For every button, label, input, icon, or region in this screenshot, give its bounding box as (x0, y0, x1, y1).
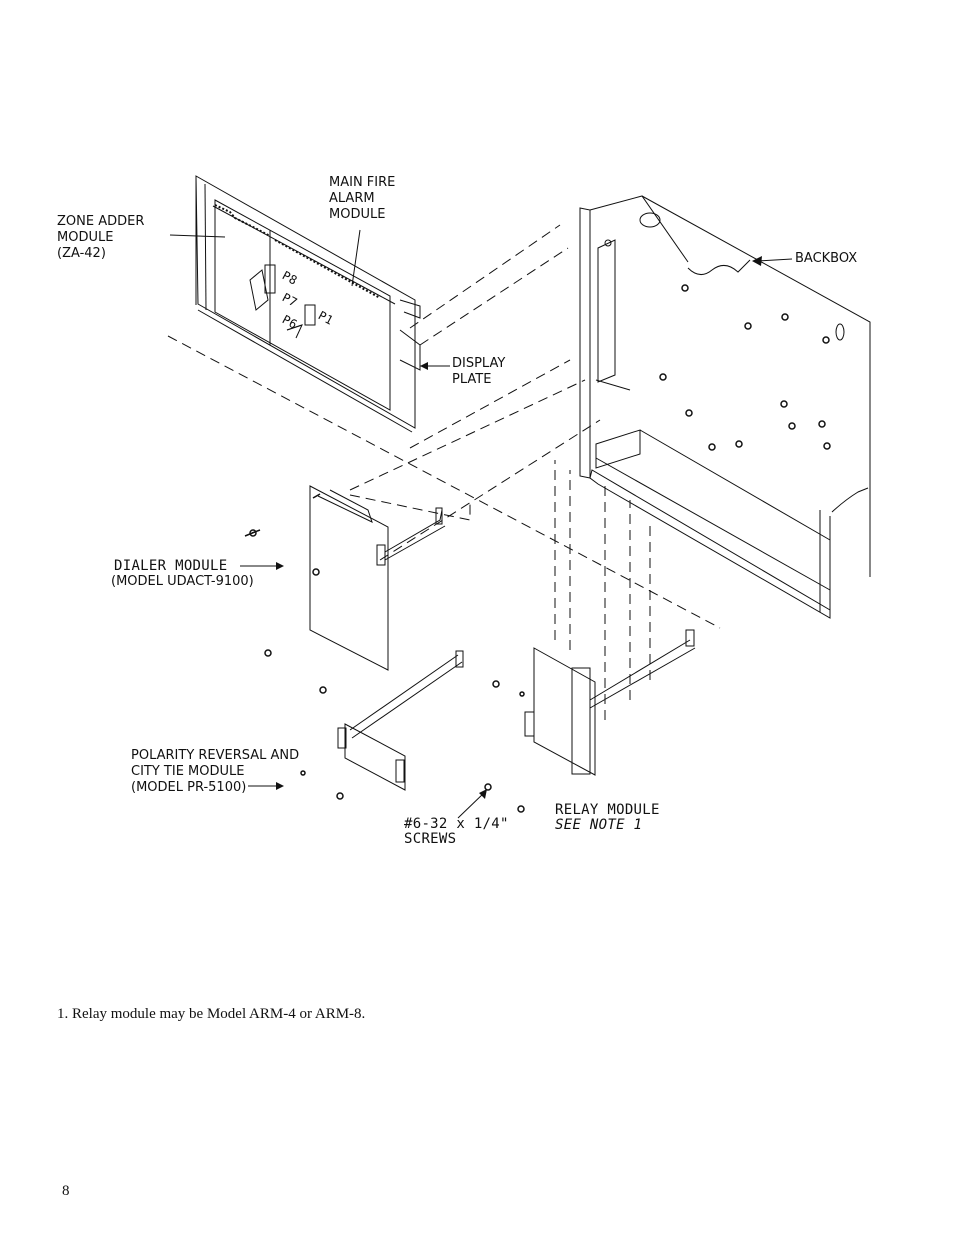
main-fire-label: MAIN FIRE ALARM MODULE (329, 175, 395, 223)
display-plate-line-1: DISPLAY (452, 356, 506, 371)
zone-adder-line-1: ZONE ADDER (57, 214, 145, 229)
relay-line-1: RELAY MODULE (555, 802, 660, 818)
page-number: 8 (62, 1183, 70, 1199)
backbox-label: BACKBOX (795, 251, 858, 266)
zone-adder-label: ZONE ADDER MODULE (ZA-42) (57, 214, 144, 262)
polarity-module-drawing (337, 650, 464, 791)
main-fire-line-2: ALARM (329, 191, 375, 206)
polarity-line-2: CITY TIE MODULE (131, 764, 245, 779)
relay-module-label: RELAY MODULE SEE NOTE 1 (555, 803, 660, 833)
zone-adder-line-2: MODULE (57, 230, 114, 245)
display-plate-line-2: PLATE (452, 372, 492, 387)
polarity-line-1: POLARITY REVERSAL AND (131, 748, 300, 763)
main-fire-line-3: MODULE (329, 207, 386, 222)
dashed-guides (167, 224, 721, 720)
relay-module-drawing (524, 629, 696, 776)
dialer-module-title: DIALER MODULE (114, 558, 228, 574)
screws-line-1: #6-32 x 1/4" (404, 816, 509, 832)
polarity-line-3: (MODEL PR-5100) (131, 780, 247, 795)
backbox-drawing (579, 195, 871, 619)
relay-line-2: SEE NOTE 1 (555, 817, 643, 833)
arrowheads (276, 256, 762, 799)
screws-drawing (244, 284, 831, 813)
screws-line-2: SCREWS (404, 831, 457, 847)
main-fire-module-drawing (195, 175, 421, 433)
leader-lines (169, 229, 793, 819)
main-fire-line-1: MAIN FIRE (329, 175, 396, 190)
dialer-module-drawing (309, 485, 471, 671)
footnote: 1. Relay module may be Model ARM-4 or AR… (57, 1006, 366, 1022)
dialer-module-model: (MODEL UDACT-9100) (111, 574, 254, 589)
zone-adder-line-3: (ZA-42) (57, 246, 106, 261)
screws-label: #6-32 x 1/4" SCREWS (404, 817, 509, 847)
polarity-module-label: POLARITY REVERSAL AND CITY TIE MODULE (M… (131, 748, 299, 796)
display-plate-label: DISPLAY PLATE (452, 356, 505, 388)
